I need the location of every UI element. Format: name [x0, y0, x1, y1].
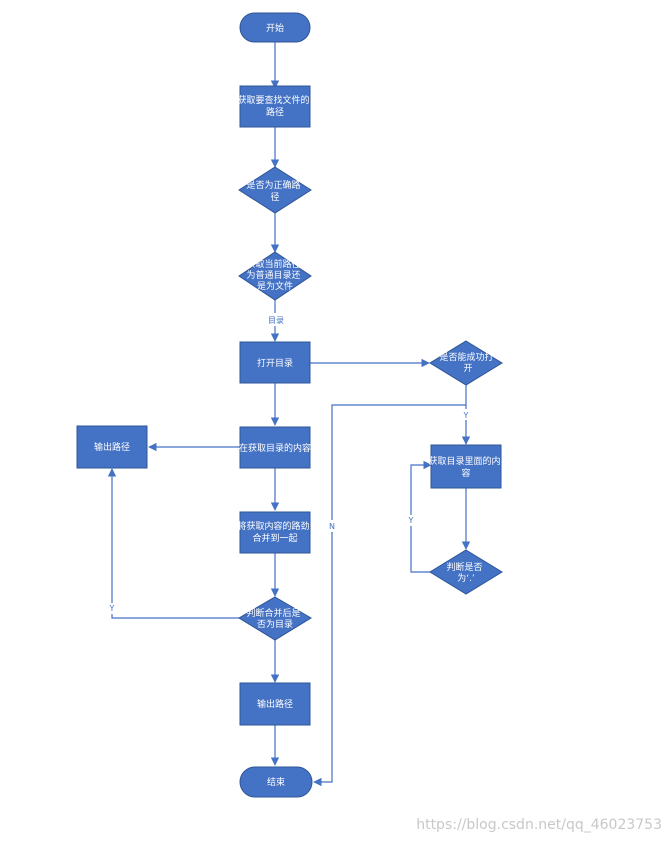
node-merge-path[interactable]: 将获取内容的路劲 合并到一起 [238, 511, 313, 554]
node-is-valid-line1: 是否为正确路 [247, 179, 301, 191]
watermark: https://blog.csdn.net/qq_46023753 [416, 817, 662, 833]
node-dir-or-file-line1: 获取当前路径 [247, 258, 301, 270]
node-open-dir[interactable]: 打开目录 [239, 341, 311, 384]
node-opened-ok-label: 是否能成功打 开 [440, 351, 497, 374]
node-get-path-line1: 获取要查找文件的 [238, 94, 310, 106]
node-get-inner-line2: 容 [461, 467, 470, 479]
node-is-dot-label: 判断是否 为‘.’ [447, 561, 486, 584]
node-is-valid-line2: 径 [270, 191, 279, 203]
node-is-valid-label: 是否为正确路 径 [247, 179, 304, 203]
node-dir-or-file-line3: 是为文件 [257, 280, 293, 292]
node-merged-is-dir[interactable]: 判断合并后是 否为目录 [238, 596, 312, 641]
node-output-path-left[interactable]: 输出路径 [76, 425, 148, 469]
node-merged-is-dir-line2: 否为目录 [257, 618, 293, 630]
node-dir-or-file-line2: 为普通目录还 [247, 269, 301, 281]
node-get-contents-label: 在获取目录的内容 [239, 442, 311, 454]
node-is-dot-line2: 为‘.’ [457, 572, 475, 584]
node-merge-path-line2: 合并到一起 [252, 532, 297, 544]
edge-label-dir: 目录 [268, 316, 284, 325]
node-dir-or-file-label: 获取当前路径 为普通目录还 是为文件 [247, 258, 304, 292]
node-end-label: 结束 [267, 776, 285, 788]
nodes: 开始 获取要查找文件的 路径 是否为正确路 径 获取当前路径 为普通目录还 是为 [76, 12, 504, 798]
node-merge-path-label: 将获取内容的路劲 合并到一起 [238, 520, 313, 544]
edge-labels: 目录 Y N Y Y [107, 313, 471, 614]
edge-label-yes-dir: Y [109, 604, 115, 613]
node-is-dot-line1: 判断是否 [447, 561, 483, 573]
node-output-path[interactable]: 输出路径 [239, 682, 311, 726]
node-is-valid[interactable]: 是否为正确路 径 [238, 166, 312, 214]
node-output-path-label: 输出路径 [257, 698, 293, 710]
node-get-contents[interactable]: 在获取目录的内容 [239, 426, 311, 469]
node-merged-is-dir-label: 判断合并后是 否为目录 [247, 607, 304, 630]
node-get-path[interactable]: 获取要查找文件的 路径 [238, 85, 313, 128]
edge-label-yes-dot: Y [408, 516, 414, 525]
node-get-path-line2: 路径 [266, 106, 284, 118]
node-opened-ok-line1: 是否能成功打 [440, 351, 494, 363]
edges [107, 42, 471, 787]
node-opened-ok-line2: 开 [463, 363, 472, 374]
node-output-path-left-label: 输出路径 [94, 441, 130, 453]
edge-label-no-open: N [329, 522, 335, 531]
node-is-dot[interactable]: 判断是否 为‘.’ [429, 549, 503, 595]
node-start-label: 开始 [266, 22, 284, 34]
node-get-inner-line1: 获取目录里面的内 [429, 455, 501, 467]
edge-label-yes-open: Y [463, 411, 469, 420]
node-get-inner-label: 获取目录里面的内 容 [429, 455, 504, 479]
node-get-inner[interactable]: 获取目录里面的内 容 [429, 444, 504, 489]
node-open-dir-label: 打开目录 [257, 357, 293, 369]
edge-opened-ok-no-to-end [313, 385, 467, 787]
node-dir-or-file[interactable]: 获取当前路径 为普通目录还 是为文件 [238, 251, 312, 301]
edge-merged-is-dir-yes-to-output-left [107, 468, 240, 619]
node-merged-is-dir-line1: 判断合并后是 [247, 607, 301, 619]
node-get-path-label: 获取要查找文件的 路径 [238, 94, 313, 118]
node-end[interactable]: 结束 [239, 766, 313, 798]
node-merge-path-line1: 将获取内容的路劲 [238, 520, 310, 532]
node-opened-ok[interactable]: 是否能成功打 开 [429, 340, 503, 386]
node-start[interactable]: 开始 [239, 12, 311, 43]
